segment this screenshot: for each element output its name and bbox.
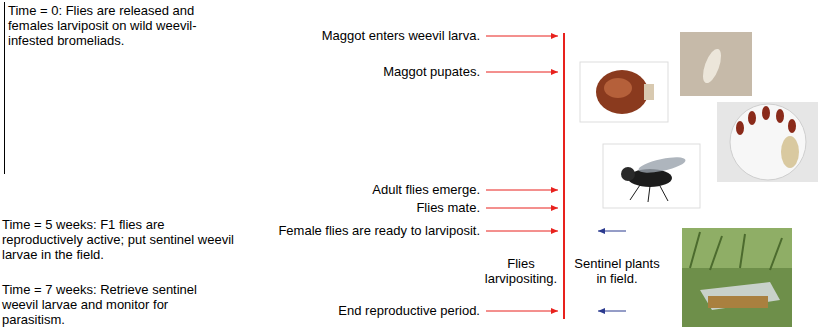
sentinel-plant-photo: [682, 228, 792, 327]
text-frame-line: [4, 2, 5, 174]
pupa-photo: [580, 62, 668, 122]
event-label: Maggot enters weevil larva.: [280, 28, 480, 43]
event-label: Maggot pupates.: [280, 64, 480, 79]
event-label: Flies mate.: [280, 200, 480, 215]
event-label: Adult flies emerge.: [280, 182, 480, 197]
timepoint-note: Time = 7 weeks: Retrieve sentinel weevil…: [2, 282, 234, 327]
period-label: Flies larvipositing.: [482, 256, 560, 286]
fly-photo: [603, 144, 700, 208]
timepoint-note: Time = 0: Flies are released and females…: [8, 3, 234, 48]
timeline-axis: [563, 33, 565, 319]
timepoint-note: Time = 5 weeks: F1 flies are reproductiv…: [2, 217, 234, 262]
event-label: Female flies are ready to larviposit.: [260, 223, 480, 238]
larva-photo: [680, 32, 752, 96]
event-label: End reproductive period.: [280, 303, 480, 318]
period-label: Sentinel plants in field.: [572, 256, 662, 286]
petri-dish-photo: [717, 102, 818, 182]
